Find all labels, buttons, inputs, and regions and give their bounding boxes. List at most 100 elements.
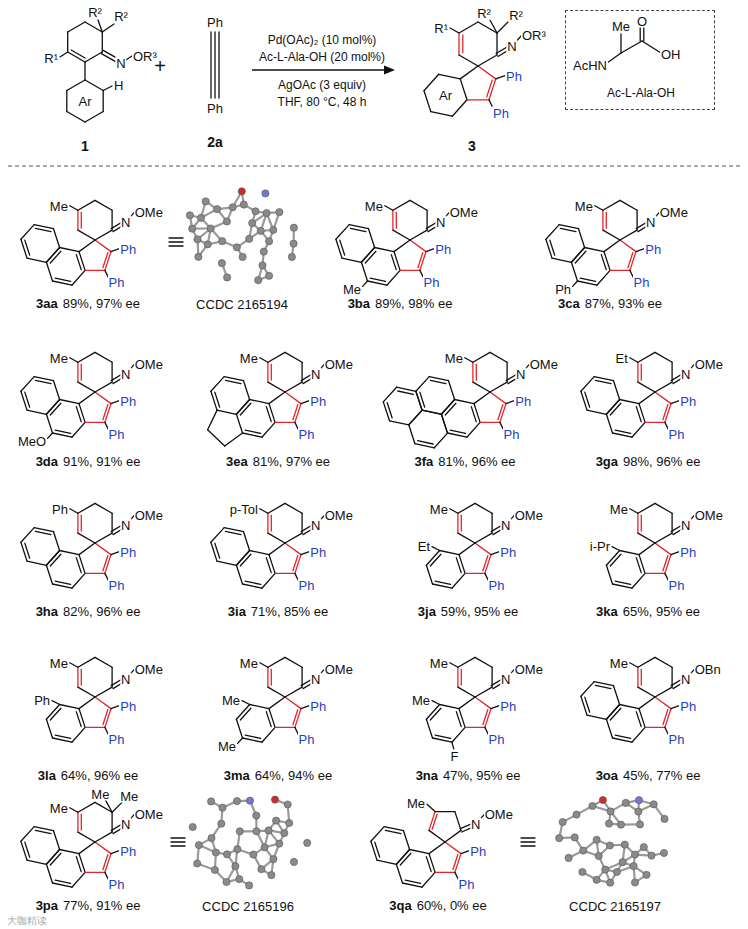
bond-line (396, 212, 397, 228)
bond-line (78, 382, 95, 392)
bond-line (472, 362, 473, 382)
atom-label: Me (429, 502, 449, 515)
bond-line (615, 581, 630, 584)
bond-line (490, 20, 497, 33)
crystal-atom (249, 220, 256, 227)
atom-label: Me (411, 694, 431, 707)
bond-line (21, 225, 34, 240)
yield-ee: 81%, 97% ee (253, 454, 330, 469)
bond-line (361, 262, 367, 281)
bond-line (250, 705, 269, 709)
atom-label: Ph (298, 733, 316, 746)
bond-line (76, 255, 81, 270)
bond-line (35, 830, 51, 833)
bond-line (95, 382, 112, 392)
compound-caption: 3ja59%, 95% ee (418, 605, 518, 619)
bond-line (461, 669, 462, 685)
bond-line (630, 358, 638, 363)
bond-line (340, 240, 345, 255)
bond-line (269, 697, 285, 709)
crystal-structure (186, 188, 297, 284)
bond-line (377, 860, 396, 864)
bond-line (393, 230, 410, 240)
crystal-atom (240, 201, 247, 208)
atom-label: R¹ (433, 22, 449, 35)
crystal-atom (224, 274, 231, 281)
crystal-atom (617, 821, 624, 828)
atom-label: Ph (119, 844, 137, 857)
bond-line (72, 422, 85, 437)
bond-line (236, 400, 249, 415)
crystal-atom (236, 828, 243, 835)
crystal-atom (631, 879, 638, 886)
atom-label: Me (49, 199, 69, 212)
bond-line (215, 543, 220, 558)
atom-label: OMe (134, 206, 164, 219)
bond-line (467, 422, 480, 437)
bond-line (636, 249, 644, 252)
bond-line (76, 407, 81, 422)
bond-line (475, 533, 492, 543)
bond-line (77, 513, 78, 533)
bond-line (46, 719, 52, 738)
bond-line (242, 701, 250, 705)
compound-number: 3ma (224, 768, 250, 783)
bond-line (85, 270, 105, 271)
crystal-atom (246, 797, 253, 804)
bond-line (103, 405, 108, 420)
yield-ee: 91%, 91% ee (63, 454, 140, 469)
bond-line (638, 503, 655, 513)
crystal-atom (253, 828, 260, 835)
compound-caption: 3oa45%, 77% ee (596, 769, 701, 783)
bond-line (483, 556, 488, 571)
bond-line (435, 872, 455, 873)
bond-line (208, 410, 218, 430)
bond-line (98, 20, 102, 32)
bond-line (429, 842, 445, 854)
bond-line (639, 697, 655, 709)
bond-line (46, 248, 59, 263)
bond-line (268, 382, 285, 392)
compound-caption: 3pa77%, 91% ee (36, 899, 141, 913)
bond-line (81, 814, 82, 830)
bond-line (78, 503, 95, 513)
bond-line (473, 382, 490, 392)
atom-label: Me (49, 656, 69, 669)
bond-line (78, 533, 95, 543)
bond-line (637, 362, 638, 382)
bond-line (285, 687, 302, 697)
bond-line (579, 229, 585, 248)
bond-line (105, 404, 111, 423)
atom-label: H (113, 79, 124, 92)
bond-line (441, 414, 447, 433)
crystal-atom (579, 868, 586, 875)
bond-line (267, 362, 268, 382)
crystal-atom (218, 820, 225, 827)
bond-line (410, 230, 427, 240)
bond-line (637, 667, 638, 687)
yield-ee: 89%, 98% ee (375, 296, 452, 311)
atom-label: N (470, 818, 481, 831)
bond-line (95, 543, 111, 555)
bond-line (485, 555, 491, 574)
bond-line (35, 228, 51, 231)
bond-line (301, 706, 309, 709)
bond-line (21, 377, 34, 392)
bond-line (262, 573, 275, 588)
bond-line (559, 225, 578, 229)
bond-line (610, 554, 621, 566)
bond-line (50, 554, 61, 566)
bond-line (244, 532, 250, 551)
crystal-atom (234, 846, 241, 853)
bond-line (95, 200, 112, 210)
bond-line (269, 392, 285, 404)
crystal-atom (204, 241, 211, 248)
bond-line (70, 358, 78, 363)
bond-line (663, 556, 668, 571)
atom-label: Ph (499, 545, 517, 558)
bond-line (268, 687, 285, 697)
atom-label: Ph (668, 579, 686, 592)
crystal-atom (288, 253, 295, 260)
bond-line (640, 26, 641, 41)
bond-line (490, 392, 506, 404)
